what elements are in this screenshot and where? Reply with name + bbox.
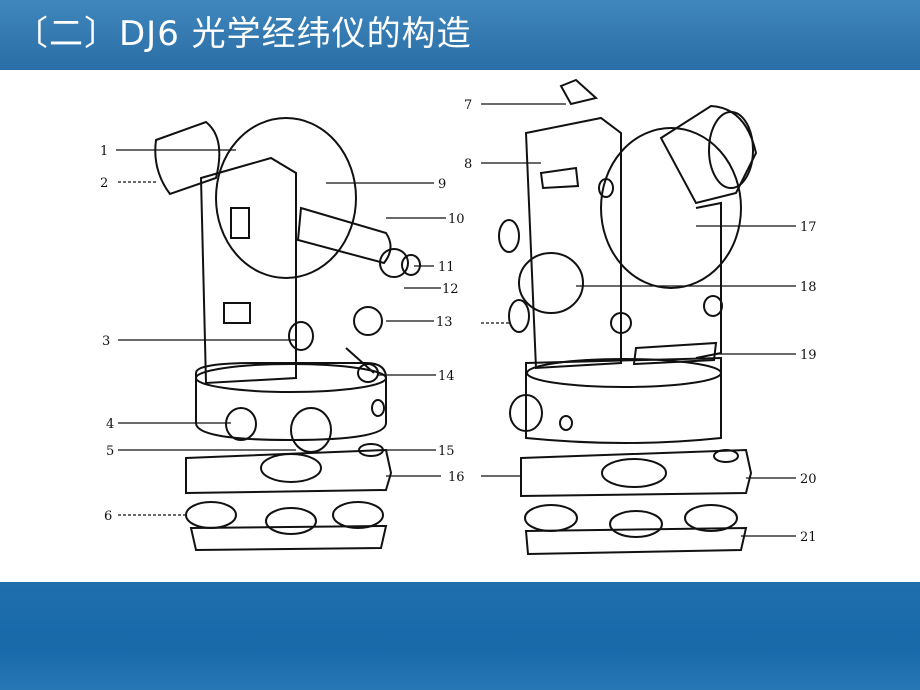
callout-21: 21 xyxy=(800,530,817,545)
callout-3: 3 xyxy=(102,334,110,349)
callout-17: 17 xyxy=(800,220,817,235)
callout-20: 20 xyxy=(800,472,817,487)
callout-15: 15 xyxy=(438,444,455,459)
callout-16: 16 xyxy=(448,470,465,485)
callout-5: 5 xyxy=(106,444,114,459)
leader-lines xyxy=(116,103,796,537)
theodolite-diagram: 1 2 3 4 5 6 7 8 9 10 11 12 13 14 15 16 1… xyxy=(96,78,832,578)
title-bar: 〔二〕DJ6 光学经纬仪的构造 xyxy=(0,0,920,70)
callout-9: 9 xyxy=(438,177,446,192)
left-theodolite xyxy=(154,117,421,552)
callout-4: 4 xyxy=(106,417,114,432)
callout-11: 11 xyxy=(438,260,455,275)
callout-8: 8 xyxy=(464,157,472,172)
callout-10: 10 xyxy=(448,212,465,227)
callout-14: 14 xyxy=(438,369,455,384)
callout-7: 7 xyxy=(464,98,472,113)
callout-19: 19 xyxy=(800,348,817,363)
right-theodolite xyxy=(498,78,758,556)
callout-labels: 1 2 3 4 5 6 7 8 9 10 11 12 13 14 15 16 1… xyxy=(100,98,817,545)
callout-13: 13 xyxy=(436,315,453,330)
callout-12: 12 xyxy=(442,282,459,297)
callout-1: 1 xyxy=(100,144,108,159)
callout-18: 18 xyxy=(800,280,817,295)
slide-title: 〔二〕DJ6 光学经纬仪的构造 xyxy=(14,14,472,54)
callout-2: 2 xyxy=(100,176,108,191)
callout-6: 6 xyxy=(104,509,112,524)
theodolite-drawing: 1 2 3 4 5 6 7 8 9 10 11 12 13 14 15 16 1… xyxy=(100,78,817,556)
footer-band xyxy=(0,582,920,690)
